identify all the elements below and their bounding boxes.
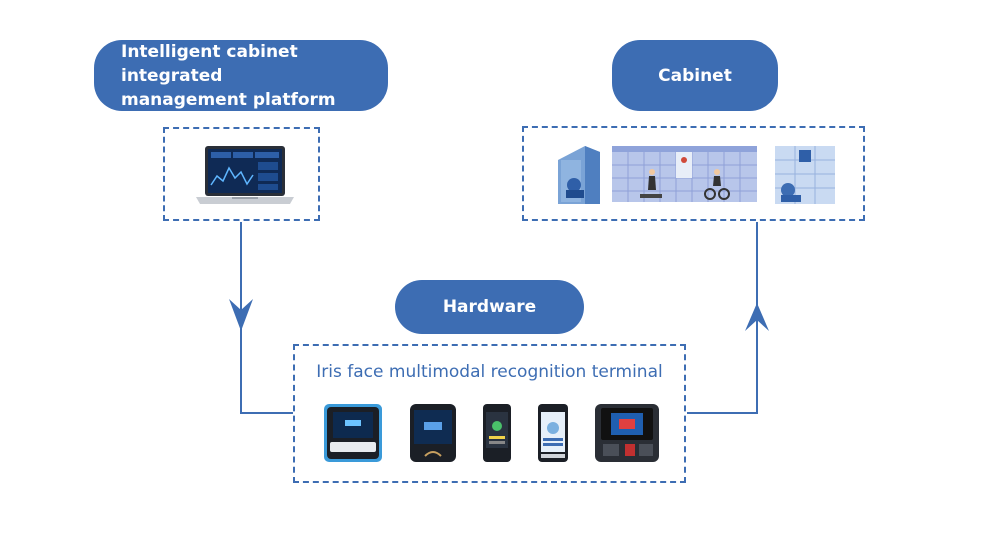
platform-title: Intelligent cabinet integrated managemen… xyxy=(94,40,388,111)
connector-hardware-to-cabinet xyxy=(687,222,758,414)
gym-locker-wall-icon xyxy=(612,146,757,202)
cabinet-title: Cabinet xyxy=(612,40,778,111)
cabinet-box xyxy=(522,126,865,221)
connector-platform-to-hardware xyxy=(240,222,293,414)
terminal-device-icon xyxy=(410,404,456,462)
platform-box xyxy=(163,127,320,221)
terminal-label: Iris face multimodal recognition termina… xyxy=(316,362,663,382)
locker-cabinet-icon xyxy=(558,146,600,204)
laptop-icon xyxy=(196,146,294,204)
cabinet-title-label: Cabinet xyxy=(658,65,732,86)
hardware-box xyxy=(293,344,686,483)
platform-title-line1: Intelligent cabinet integrated xyxy=(121,41,298,86)
arrow-down-icon xyxy=(229,299,253,331)
terminal-device-icon xyxy=(324,404,382,462)
hardware-title: Hardware xyxy=(395,280,584,334)
terminal-device-icon xyxy=(538,404,568,462)
hardware-title-label: Hardware xyxy=(442,297,537,317)
terminal-device-icon xyxy=(483,404,511,462)
terminal-device-icon xyxy=(595,404,659,462)
platform-title-line2: management platform xyxy=(121,89,336,110)
arrow-up-icon xyxy=(745,303,769,331)
smart-locker-icon xyxy=(775,146,835,204)
